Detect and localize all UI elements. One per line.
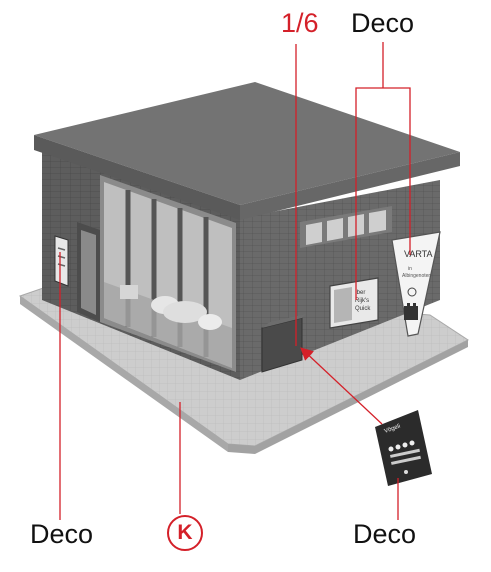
part-letter-k: K (167, 515, 203, 551)
svg-text:in: in (408, 266, 412, 272)
part-number-label: 1/6 (281, 10, 319, 37)
deco-label-top: Deco (351, 10, 414, 37)
svg-text:Quick: Quick (355, 306, 371, 312)
svg-text:Rijk's: Rijk's (355, 298, 369, 304)
deco-label-right: Deco (353, 521, 416, 548)
deco-label-left: Deco (30, 521, 93, 548)
decal-sheet: Vögeli (375, 410, 432, 486)
svg-text:Albingenoten: Albingenoten (402, 273, 431, 279)
varta-sign-brand: VARTA (404, 249, 433, 259)
